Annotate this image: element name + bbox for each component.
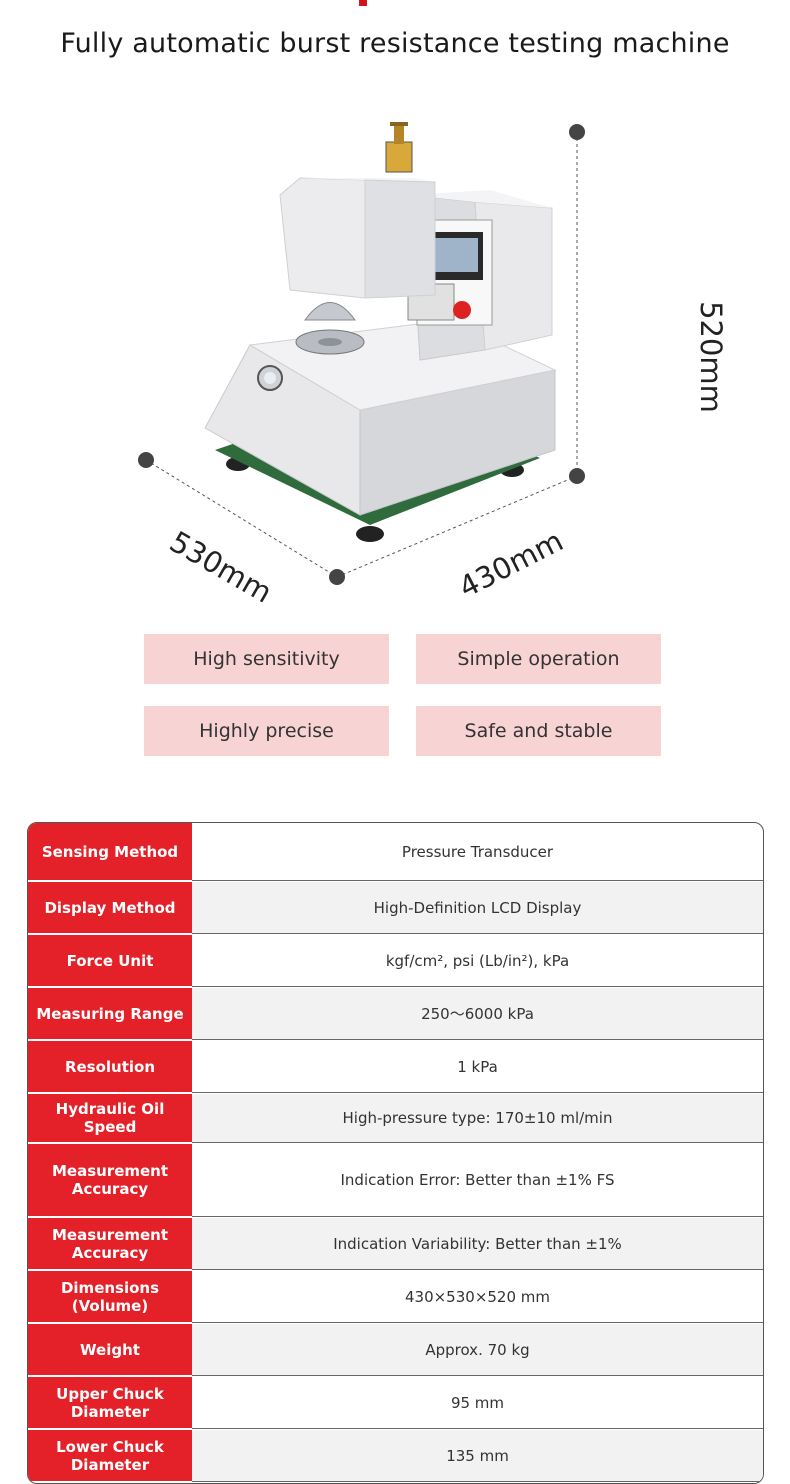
spec-value: 135 mm bbox=[192, 1430, 763, 1482]
spec-label: Force Unit bbox=[28, 935, 192, 987]
spec-value: 1 kPa bbox=[192, 1041, 763, 1093]
spec-value: Indication Error: Better than ±1% FS bbox=[192, 1144, 763, 1217]
spec-label: Dimensions (Volume) bbox=[28, 1271, 192, 1323]
spec-value: Approx. 70 kg bbox=[192, 1324, 763, 1376]
spec-label: Measurement Accuracy bbox=[28, 1218, 192, 1270]
spec-value: Indication Variability: Better than ±1% bbox=[192, 1218, 763, 1270]
spec-label: Hydraulic Oil Speed bbox=[28, 1094, 192, 1143]
spec-label: Lower Chuck Diameter bbox=[28, 1430, 192, 1482]
page-title: Fully automatic burst resistance testing… bbox=[60, 28, 730, 59]
spec-value: High-pressure type: 170±10 ml/min bbox=[192, 1094, 763, 1143]
spec-label: Measuring Range bbox=[28, 988, 192, 1040]
feature-safe-and-stable: Safe and stable bbox=[416, 706, 661, 756]
spec-value: High-Definition LCD Display bbox=[192, 882, 763, 934]
feature-high-sensitivity: High sensitivity bbox=[144, 634, 389, 684]
top-accent-bar bbox=[359, 0, 367, 6]
spec-value: 250～6000 kPa bbox=[192, 988, 763, 1040]
spec-label: Upper Chuck Diameter bbox=[28, 1377, 192, 1429]
spec-value: 430×530×520 mm bbox=[192, 1271, 763, 1323]
spec-label: Weight bbox=[28, 1324, 192, 1376]
product-figure: 520mm 530mm 430mm bbox=[120, 110, 728, 610]
spec-value: 95 mm bbox=[192, 1377, 763, 1429]
machine-illustration bbox=[138, 122, 585, 585]
feature-simple-operation: Simple operation bbox=[416, 634, 661, 684]
feature-highly-precise: Highly precise bbox=[144, 706, 389, 756]
spec-label: Measurement Accuracy bbox=[28, 1144, 192, 1217]
spec-value: Pressure Transducer bbox=[192, 823, 763, 881]
spec-label: Resolution bbox=[28, 1041, 192, 1093]
spec-table: Sensing Method Pressure Transducer Displ… bbox=[27, 822, 764, 1484]
spec-label: Display Method bbox=[28, 882, 192, 934]
height-dimension-label: 520mm bbox=[693, 301, 728, 413]
spec-value: kgf/cm², psi (Lb/in²), kPa bbox=[192, 935, 763, 987]
spec-label: Sensing Method bbox=[28, 823, 192, 881]
